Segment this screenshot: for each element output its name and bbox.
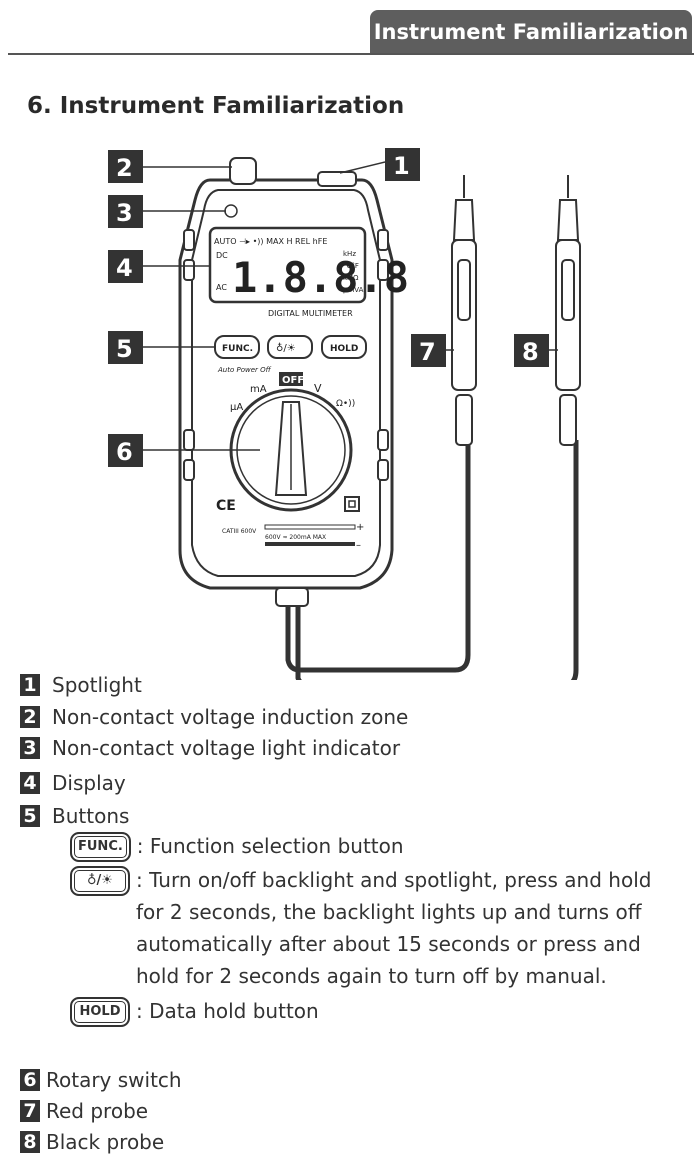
black-probe bbox=[555, 175, 581, 446]
meter-hold-button[interactable]: HOLD bbox=[330, 344, 358, 354]
red-probe bbox=[451, 175, 477, 446]
header-tab: Instrument Familiarization bbox=[370, 10, 692, 54]
legend-number: 4 bbox=[20, 772, 40, 794]
current-rating: 600V ≂ 200mA MAX bbox=[265, 534, 326, 541]
lcd-top-indicators: AUTO ⊣▸ •)) MAX H REL hFE bbox=[214, 237, 327, 246]
section-title: 6. Instrument Familiarization bbox=[27, 93, 405, 119]
legend-text: Display bbox=[52, 771, 126, 795]
callout-5: 5 bbox=[116, 335, 133, 363]
dial-off-label: OFF bbox=[282, 375, 304, 386]
callout-8: 8 bbox=[522, 338, 539, 366]
legend-item-red-probe: 7 Red probe bbox=[20, 1099, 148, 1123]
model-label: DIGITAL MULTIMETER bbox=[268, 309, 353, 318]
legend-text: Spotlight bbox=[52, 673, 142, 697]
legend-number: 8 bbox=[20, 1131, 40, 1153]
lcd-unit-ohm: kMΩ bbox=[343, 274, 359, 282]
legend-item-light-indicator: 3 Non-contact voltage light indicator bbox=[20, 736, 400, 760]
callout-2: 2 bbox=[116, 154, 133, 182]
legend-text: Non-contact voltage induction zone bbox=[52, 705, 409, 729]
callout-lines bbox=[143, 161, 558, 451]
func-button-icon: FUNC. bbox=[70, 832, 131, 862]
light-button-icon: ♁/☀ bbox=[70, 866, 130, 896]
callout-3: 3 bbox=[116, 199, 133, 227]
meter-func-button[interactable]: FUNC. bbox=[222, 344, 253, 354]
callout-6: 6 bbox=[116, 438, 133, 466]
dial-v-label: V bbox=[314, 382, 322, 395]
legend-item-display: 4 Display bbox=[20, 771, 126, 795]
dial-ma-label: mA bbox=[250, 384, 267, 395]
auto-power-off-label: Auto Power Off bbox=[217, 366, 272, 374]
lcd-digits: 1.8.8.8 bbox=[232, 253, 409, 302]
button-desc-func: FUNC. : Function selection button bbox=[70, 830, 657, 862]
lcd-ac: AC bbox=[216, 283, 227, 292]
legend-item-induction-zone: 2 Non-contact voltage induction zone bbox=[20, 705, 408, 729]
callout-7: 7 bbox=[419, 338, 436, 366]
minus-terminal: – bbox=[356, 540, 361, 551]
meter-body: AUTO ⊣▸ •)) MAX H REL hFE DC AC 1.8.8.8 … bbox=[178, 157, 409, 607]
meter-light-button[interactable]: ♁/☀ bbox=[276, 342, 296, 354]
legend-text: Black probe bbox=[46, 1130, 165, 1154]
header-rule bbox=[8, 53, 694, 55]
probe-cables bbox=[285, 440, 579, 680]
hold-button-icon: HOLD bbox=[70, 997, 130, 1027]
lcd-unit-temp: °C°F bbox=[343, 262, 359, 270]
button-desc-hold: HOLD : Data hold button bbox=[70, 995, 656, 1027]
cat-rating: CATIII 600V bbox=[222, 528, 257, 535]
legend-item-rotary-switch: 6 Rotary switch bbox=[20, 1068, 182, 1092]
legend-item-black-probe: 8 Black probe bbox=[20, 1130, 164, 1154]
legend-number: 2 bbox=[20, 706, 40, 728]
legend-text: Rotary switch bbox=[46, 1068, 182, 1092]
button-desc-light: ♁/☀ : Turn on/off backlight and spotligh… bbox=[70, 864, 656, 992]
ce-mark: CE bbox=[216, 498, 236, 514]
lcd-unit-amp: μmVA bbox=[343, 286, 364, 294]
legend-item-spotlight: 1 Spotlight bbox=[20, 673, 142, 697]
legend-text: Buttons bbox=[52, 804, 130, 828]
button-description: : Data hold button bbox=[136, 999, 319, 1023]
legend-number: 5 bbox=[20, 805, 40, 827]
legend-text: Red probe bbox=[46, 1099, 149, 1123]
legend-number: 3 bbox=[20, 737, 40, 759]
lcd-dc: DC bbox=[216, 251, 228, 260]
legend-number: 6 bbox=[20, 1069, 40, 1091]
button-description: : Turn on/off backlight and spotlight, p… bbox=[136, 868, 652, 988]
multimeter-figure: AUTO ⊣▸ •)) MAX H REL hFE DC AC 1.8.8.8 … bbox=[108, 148, 581, 680]
legend-number: 7 bbox=[20, 1100, 40, 1122]
plus-terminal: + bbox=[356, 522, 364, 533]
callout-1: 1 bbox=[393, 152, 410, 180]
lcd-unit-khz: kHz bbox=[343, 250, 356, 258]
legend-text: Non-contact voltage light indicator bbox=[52, 736, 401, 760]
legend-number: 1 bbox=[20, 674, 40, 696]
callout-boxes: 2 1 3 4 5 6 7 8 bbox=[108, 148, 549, 467]
callout-4: 4 bbox=[116, 254, 133, 282]
button-description: : Function selection button bbox=[136, 834, 404, 858]
dial-ua-label: μA bbox=[230, 402, 243, 413]
legend-item-buttons: 5 Buttons bbox=[20, 804, 129, 828]
dial-ohm-label: Ω•)) bbox=[336, 399, 355, 409]
